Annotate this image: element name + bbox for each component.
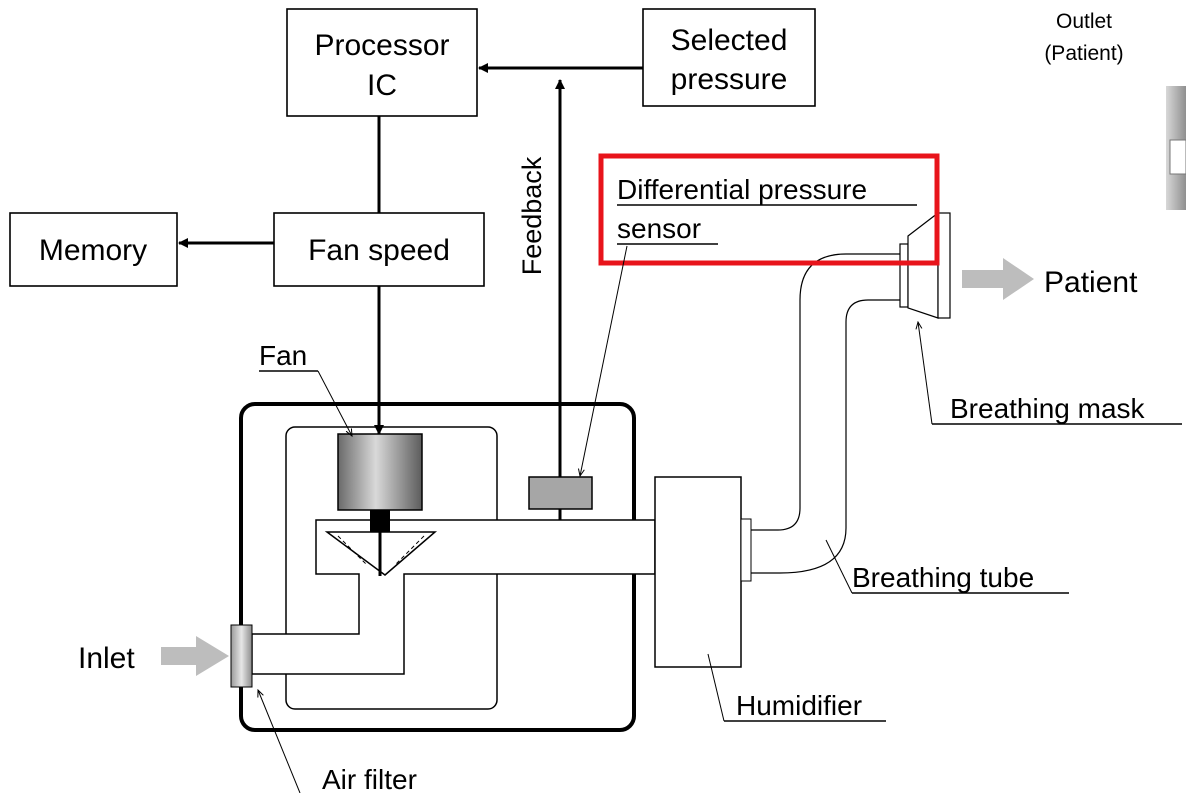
memory-label: Memory [39, 234, 147, 267]
sensor-callout-label-line1: Differential pressure [617, 174, 867, 205]
air-filter [230, 624, 253, 688]
sensor-callout-label-line2: sensor [617, 213, 701, 244]
selected-pressure-block: Selected pressure [642, 8, 816, 107]
breathing-tube-label: Breathing tube [852, 562, 1034, 593]
humidifier [654, 476, 742, 668]
memory-block: Memory [9, 212, 178, 287]
fan-callout-label: Fan [259, 340, 307, 371]
selected-pressure-label-line1: Selected [671, 24, 788, 57]
outlet-patient-label: (Patient) [1044, 42, 1123, 65]
air-duct [251, 519, 656, 675]
patient-label: Patient [1044, 266, 1138, 299]
inlet-flow-arrow [161, 636, 229, 676]
processor-ic-label-line2: IC [367, 69, 397, 102]
patient-flow-arrow [962, 258, 1034, 300]
air-filter-callout: Air filter [258, 690, 417, 793]
fan-speed-block: Fan speed [273, 212, 485, 287]
fan-callout: Fan [259, 340, 352, 436]
breathing-mask [899, 211, 951, 319]
fan [324, 433, 438, 576]
breathing-mask-callout: Breathing mask [918, 322, 1182, 425]
pressure-sensor [528, 476, 593, 510]
outlet-label: Outlet [1056, 10, 1112, 33]
sensor-highlight-box [598, 153, 940, 266]
inlet-label: Inlet [78, 642, 135, 675]
feedback-label: Feedback [517, 156, 547, 275]
outlet-inset: Outlet (Patient) [1044, 10, 1186, 210]
breathing-mask-label: Breathing mask [950, 393, 1146, 424]
selected-pressure-label-line2: pressure [671, 63, 788, 96]
fan-speed-label: Fan speed [308, 234, 450, 267]
humidifier-callout: Humidifier [707, 653, 886, 722]
fan-motor [337, 433, 423, 511]
fan-shaft [370, 510, 390, 532]
breathing-tube [740, 253, 900, 582]
breathing-tube-callout: Breathing tube [825, 539, 1069, 594]
differential-pressure-sensor-callout: Differential pressure sensor [580, 153, 940, 476]
air-filter-label: Air filter [322, 764, 417, 793]
processor-ic-label-line1: Processor [314, 29, 449, 62]
humidifier-label: Humidifier [736, 690, 862, 721]
processor-ic-block: Processor IC [286, 8, 478, 117]
